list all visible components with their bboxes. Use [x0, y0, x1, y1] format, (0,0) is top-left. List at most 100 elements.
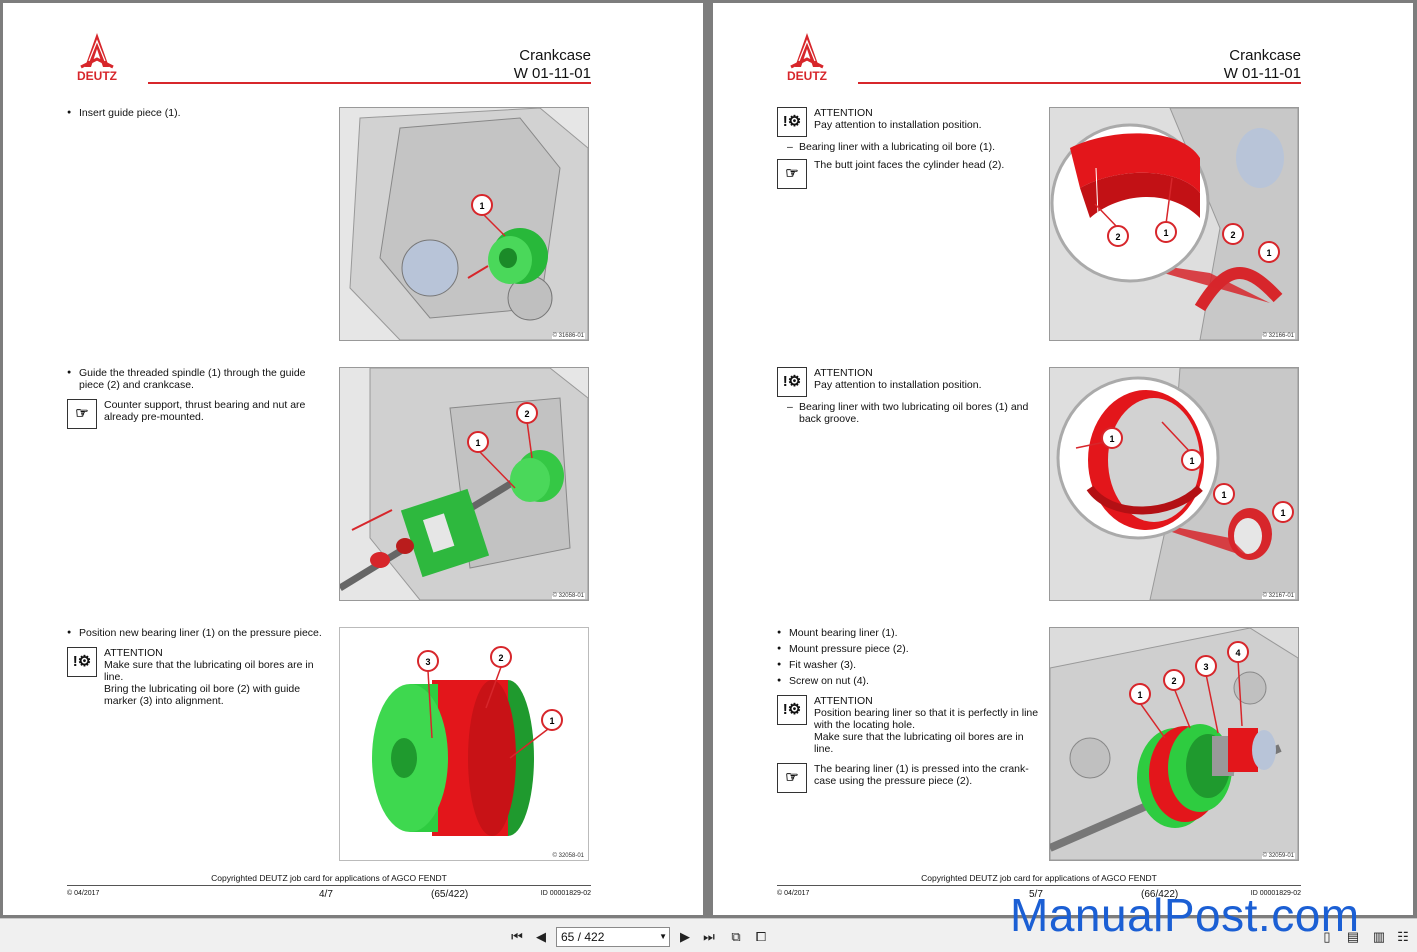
svg-text:1: 1 [1266, 248, 1271, 258]
footer-copyright: Copyrighted DEUTZ job card for applicati… [921, 873, 1157, 883]
footer-doc-id: ID 00001829-02 [1250, 890, 1301, 897]
bullet-item: Mount pressure piece (2). [777, 643, 1039, 655]
bullet-item: Insert guide piece (1). [67, 107, 329, 119]
header-code: W 01-11-01 [1223, 65, 1301, 82]
svg-text:1: 1 [1280, 508, 1285, 518]
attention-note: !⚙ ATTENTION Pay attention to installati… [777, 107, 1039, 139]
attention-icon: !⚙ [777, 107, 807, 137]
step-installation-position-2: !⚙ ATTENTION Pay attention to installati… [777, 367, 1039, 431]
header-title: Crankcase [1229, 47, 1301, 64]
footer-copyright: Copyrighted DEUTZ job card for applicati… [211, 873, 447, 883]
header-title: Crankcase [519, 47, 591, 64]
svg-text:2: 2 [1230, 230, 1235, 240]
hand-pointer-icon: ☞ [777, 159, 807, 189]
two-page-continuous-icon[interactable]: ☷ [1397, 929, 1409, 944]
svg-text:1: 1 [1109, 434, 1114, 444]
dash-item: Bearing liner with two lubricating oil b… [777, 401, 1039, 425]
bullet-item: Fit washer (3). [777, 659, 1039, 671]
header-rule [858, 82, 1301, 84]
hand-pointer-icon: ☞ [67, 399, 97, 429]
svg-text:DEUTZ: DEUTZ [787, 69, 827, 83]
page-indicator: 65 / 422 [561, 930, 605, 944]
step-mount-bearing-liner: Mount bearing liner (1). Mount pressure … [777, 627, 1039, 795]
deutz-logo: DEUTZ [77, 33, 117, 83]
two-page-icon[interactable]: ▥ [1372, 929, 1386, 944]
attention-note: !⚙ ATTENTION Position bearing liner so t… [777, 695, 1039, 755]
attention-icon: !⚙ [777, 367, 807, 397]
figure-guide-piece: 1 © 31686-01 [339, 107, 589, 341]
figure-id: © 32167-01 [1261, 593, 1295, 599]
last-page-icon[interactable]: ⏭ [703, 929, 715, 944]
bullet-item: Position new bearing liner (1) on the pr… [67, 627, 329, 639]
svg-text:1: 1 [1163, 228, 1168, 238]
svg-text:2: 2 [524, 409, 529, 419]
bullet-item: Screw on nut (4). [777, 675, 1039, 687]
hand-pointer-icon: ☞ [777, 763, 807, 793]
footer-date: © 04/2017 [777, 890, 810, 897]
figure-bearing-liner: 3 2 1 © 32058-01 [339, 627, 589, 861]
first-page-icon[interactable]: ⏮ [511, 929, 523, 944]
bullet-item: Guide the threaded spindle (1) through t… [67, 367, 329, 391]
attention-icon: !⚙ [67, 647, 97, 677]
figure-bearing-liner-single-bore: 2 1 2 1 © 32166-01 [1049, 107, 1299, 341]
step-insert-guide-piece: Insert guide piece (1). [67, 107, 329, 123]
svg-text:2: 2 [1115, 232, 1120, 242]
bullet-item: Mount bearing liner (1). [777, 627, 1039, 639]
attention-note: !⚙ ATTENTION Pay attention to installati… [777, 367, 1039, 399]
hint-note: ☞ The butt joint faces the cylinder head… [777, 159, 1039, 191]
dash-item: Bearing liner with a lubricating oil bor… [777, 141, 1039, 153]
attention-icon: !⚙ [777, 695, 807, 725]
continuous-view-icon[interactable]: ⧠ [755, 929, 767, 944]
figure-id: © 31686-01 [551, 333, 585, 339]
figure-bearing-liner-two-bores: 1 1 1 1 © 32167-01 [1049, 367, 1299, 601]
footer-total: (66/422) [1141, 889, 1179, 900]
figure-id: © 32166-01 [1261, 333, 1295, 339]
svg-text:1: 1 [479, 201, 484, 211]
hint-note: ☞ Counter support, thrust bearing and nu… [67, 399, 329, 431]
previous-page-icon[interactable]: ◀ [536, 929, 546, 944]
figure-threaded-spindle: 1 2 © 32058-01 [339, 367, 589, 601]
deutz-logo: DEUTZ [787, 33, 827, 83]
single-page-icon[interactable]: ▯ [1323, 929, 1331, 944]
header-title-block: Crankcase W 01-11-01 [1224, 47, 1301, 83]
figure-mount-pressure-piece: 1 2 3 4 © 32059-01 [1049, 627, 1299, 861]
watermark: ManualPost.com [1010, 889, 1360, 941]
hint-note: ☞ The bearing liner (1) is pressed into … [777, 763, 1039, 795]
header-title-block: Crankcase W 01-11-01 [514, 47, 591, 83]
page-right: DEUTZ Crankcase W 01-11-01 !⚙ ATTENTION … [713, 3, 1413, 915]
svg-text:1: 1 [549, 716, 554, 726]
chevron-down-icon[interactable]: ▼ [659, 932, 667, 941]
svg-text:2: 2 [1171, 676, 1176, 686]
header-code: W 01-11-01 [513, 65, 591, 82]
svg-text:4: 4 [1235, 648, 1240, 658]
header-rule [148, 82, 591, 84]
svg-text:1: 1 [475, 438, 480, 448]
fit-page-icon[interactable]: ⧉ [731, 929, 741, 944]
step-threaded-spindle: Guide the threaded spindle (1) through t… [67, 367, 329, 431]
footer-date: © 04/2017 [67, 890, 100, 897]
svg-text:1: 1 [1221, 490, 1226, 500]
svg-text:1: 1 [1189, 456, 1194, 466]
page-left: DEUTZ Crankcase W 01-11-01 Insert guide … [3, 3, 703, 915]
svg-text:3: 3 [1203, 662, 1208, 672]
svg-text:1: 1 [1137, 690, 1142, 700]
figure-id: © 32059-01 [1261, 853, 1295, 859]
document-viewer[interactable]: DEUTZ Crankcase W 01-11-01 Insert guide … [0, 0, 1417, 918]
attention-note: !⚙ ATTENTION Make sure that the lubricat… [67, 647, 329, 707]
footer-doc-id: ID 00001829-02 [540, 890, 591, 897]
svg-text:3: 3 [425, 657, 430, 667]
next-page-icon[interactable]: ▶ [680, 929, 690, 944]
viewer-toolbar: ⏮ ◀ 65 / 422 ▼ ▶ ⏭ ⧉ ⧠ ▯ ▤ ▥ ☷ [0, 918, 1417, 952]
footer-page: 5/7 [1029, 889, 1043, 900]
svg-text:2: 2 [498, 653, 503, 663]
footer-rule [777, 885, 1301, 886]
step-installation-position-1: !⚙ ATTENTION Pay attention to installati… [777, 107, 1039, 191]
figure-id: © 32058-01 [551, 853, 585, 859]
footer-rule [67, 885, 591, 886]
step-position-bearing-liner: Position new bearing liner (1) on the pr… [67, 627, 329, 707]
page-number-input[interactable]: 65 / 422 ▼ [556, 927, 670, 947]
continuous-page-icon[interactable]: ▤ [1346, 929, 1360, 944]
svg-text:DEUTZ: DEUTZ [77, 69, 117, 83]
footer-total: (65/422) [431, 889, 469, 900]
figure-id: © 32058-01 [551, 593, 585, 599]
